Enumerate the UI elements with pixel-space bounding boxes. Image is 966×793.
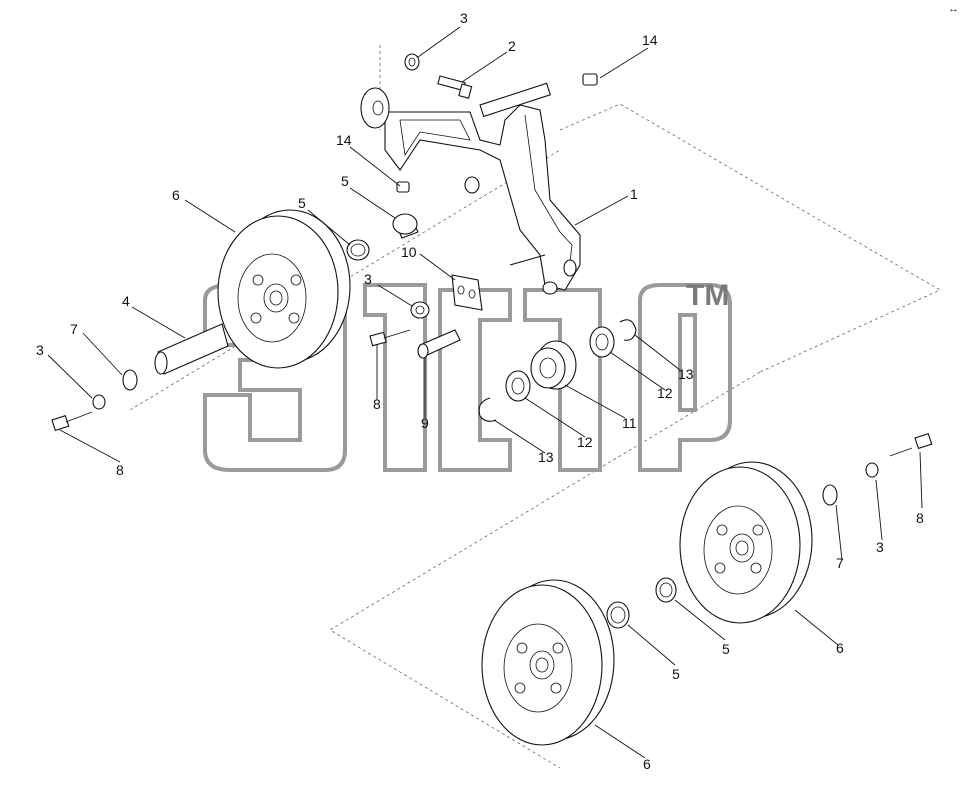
axle-4 [154, 323, 229, 375]
bracket-hole [464, 176, 480, 194]
callout-labels: 3 2 14 14 5 5 6 1 10 3 4 7 3 8 8 9 11 12… [36, 10, 924, 772]
washer-3-right [865, 462, 879, 478]
pin-9 [417, 329, 461, 359]
callout-6: 6 [643, 756, 651, 772]
bearing-12-right [589, 326, 615, 358]
bushing-5-right-a [655, 577, 677, 603]
assembly-plane-lower [329, 371, 761, 769]
callout-5: 5 [298, 195, 306, 211]
callout-5: 5 [722, 641, 730, 657]
bolt-2 [437, 75, 473, 99]
callout-7: 7 [836, 555, 844, 571]
washer-7-right [822, 484, 838, 506]
pulley-6-right [679, 461, 813, 624]
callout-13: 13 [538, 449, 554, 465]
bolt-8-right [889, 432, 933, 457]
callout-1: 1 [630, 186, 638, 202]
callout-8: 8 [916, 510, 924, 526]
callout-3: 3 [364, 271, 372, 287]
callout-6: 6 [172, 187, 180, 203]
callout-3: 3 [460, 10, 468, 26]
bracket-flange [360, 87, 390, 129]
callout-14: 14 [336, 132, 352, 148]
plug-14-left [396, 181, 410, 193]
callout-5: 5 [341, 173, 349, 189]
callout-7: 7 [70, 321, 78, 337]
callout-12: 12 [577, 434, 593, 450]
callout-4: 4 [122, 293, 130, 309]
plug-14-right [582, 73, 598, 86]
washer-7-left [122, 369, 138, 391]
washer-3-mid [410, 301, 430, 319]
washer-3-left [92, 394, 106, 410]
callout-6: 6 [836, 640, 844, 656]
corner-mark: ↔ [948, 3, 959, 15]
callout-3: 3 [876, 539, 884, 555]
callout-2: 2 [508, 38, 516, 54]
circlip-13-left [478, 397, 497, 422]
callout-12: 12 [657, 385, 673, 401]
bearing-12-left [505, 370, 531, 402]
callout-9: 9 [421, 415, 429, 431]
washer-3-top [404, 53, 420, 71]
callout-3: 3 [36, 342, 44, 358]
trademark-mark: TM [686, 279, 729, 312]
assembly-plane-upper [559, 103, 941, 373]
bolt-8-mid [369, 329, 411, 347]
callout-14: 14 [642, 32, 658, 48]
callout-13: 13 [678, 366, 694, 382]
callout-5: 5 [672, 666, 680, 682]
pulley-6-bottom [481, 579, 615, 746]
pulley-6-left [217, 209, 351, 369]
bushing-5-right-b [606, 601, 630, 629]
callout-8: 8 [116, 462, 124, 478]
bracket-part [360, 82, 581, 295]
callout-8: 8 [373, 396, 381, 412]
roller-11 [530, 340, 577, 390]
circlip-13-right [619, 319, 637, 341]
callout-10: 10 [401, 244, 417, 260]
bolt-8-left [51, 411, 93, 432]
callout-11: 11 [622, 415, 637, 431]
bracket-axle-upper [479, 82, 551, 118]
leader-lines [47, 26, 923, 759]
bushing-5-upper-b [346, 239, 370, 261]
bushing-5-upper-a [392, 213, 419, 239]
plate-10 [451, 274, 483, 311]
